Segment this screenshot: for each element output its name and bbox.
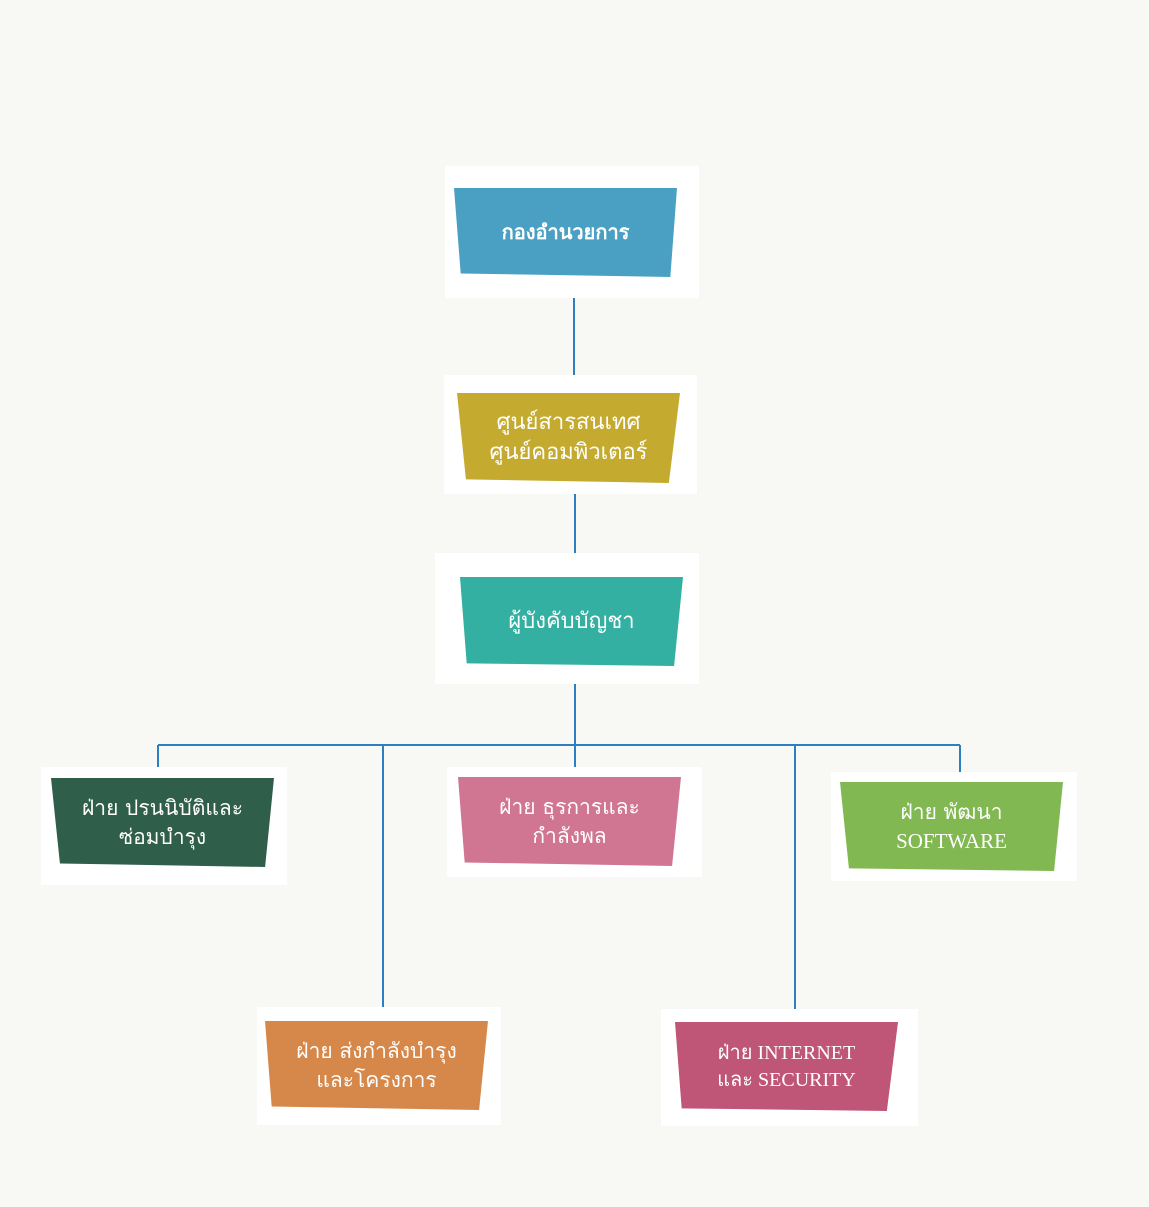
- node-admin-personnel-line2: กำลังพล: [532, 823, 607, 848]
- node-commander-label: ผู้บังคับบัญชา: [508, 608, 635, 634]
- node-ops-maintenance: ฝ่าย ปรนนิบัติและ ซ่อมบำรุง: [51, 778, 274, 867]
- node-division-hq-label: กองอำนวยการ: [501, 220, 630, 244]
- node-internet-security-line2: และ SECURITY: [717, 1068, 856, 1091]
- node-admin-personnel-line1: ฝ่าย ธุรการและ: [499, 795, 640, 820]
- node-division-hq: กองอำนวยการ: [454, 188, 677, 277]
- node-commander: ผู้บังคับบัญชา: [460, 577, 683, 666]
- node-ops-maintenance-line2: ซ่อมบำรุง: [118, 824, 207, 849]
- node-logistics-projects-line1: ฝ่าย ส่งกำลังบำรุง: [296, 1039, 457, 1064]
- node-software-dev: ฝ่าย พัฒนา SOFTWARE: [840, 782, 1063, 871]
- node-it-center: ศูนย์สารสนเทศ ศูนย์คอมพิวเตอร์: [457, 393, 680, 483]
- node-logistics-projects: ฝ่าย ส่งกำลังบำรุง และโครงการ: [265, 1021, 488, 1110]
- node-it-center-line1: ศูนย์สารสนเทศ: [496, 410, 641, 436]
- node-it-center-line2: ศูนย์คอมพิวเตอร์: [489, 440, 648, 465]
- node-logistics-projects-line2: และโครงการ: [316, 1067, 437, 1092]
- node-ops-maintenance-line1: ฝ่าย ปรนนิบัติและ: [81, 796, 244, 821]
- node-software-dev-line1: ฝ่าย พัฒนา: [900, 800, 1003, 825]
- node-admin-personnel: ฝ่าย ธุรการและ กำลังพล: [458, 777, 681, 866]
- node-internet-security: ฝ่าย INTERNET และ SECURITY: [675, 1022, 898, 1111]
- node-software-dev-line2: SOFTWARE: [896, 828, 1007, 853]
- node-internet-security-line1: ฝ่าย INTERNET: [717, 1041, 856, 1064]
